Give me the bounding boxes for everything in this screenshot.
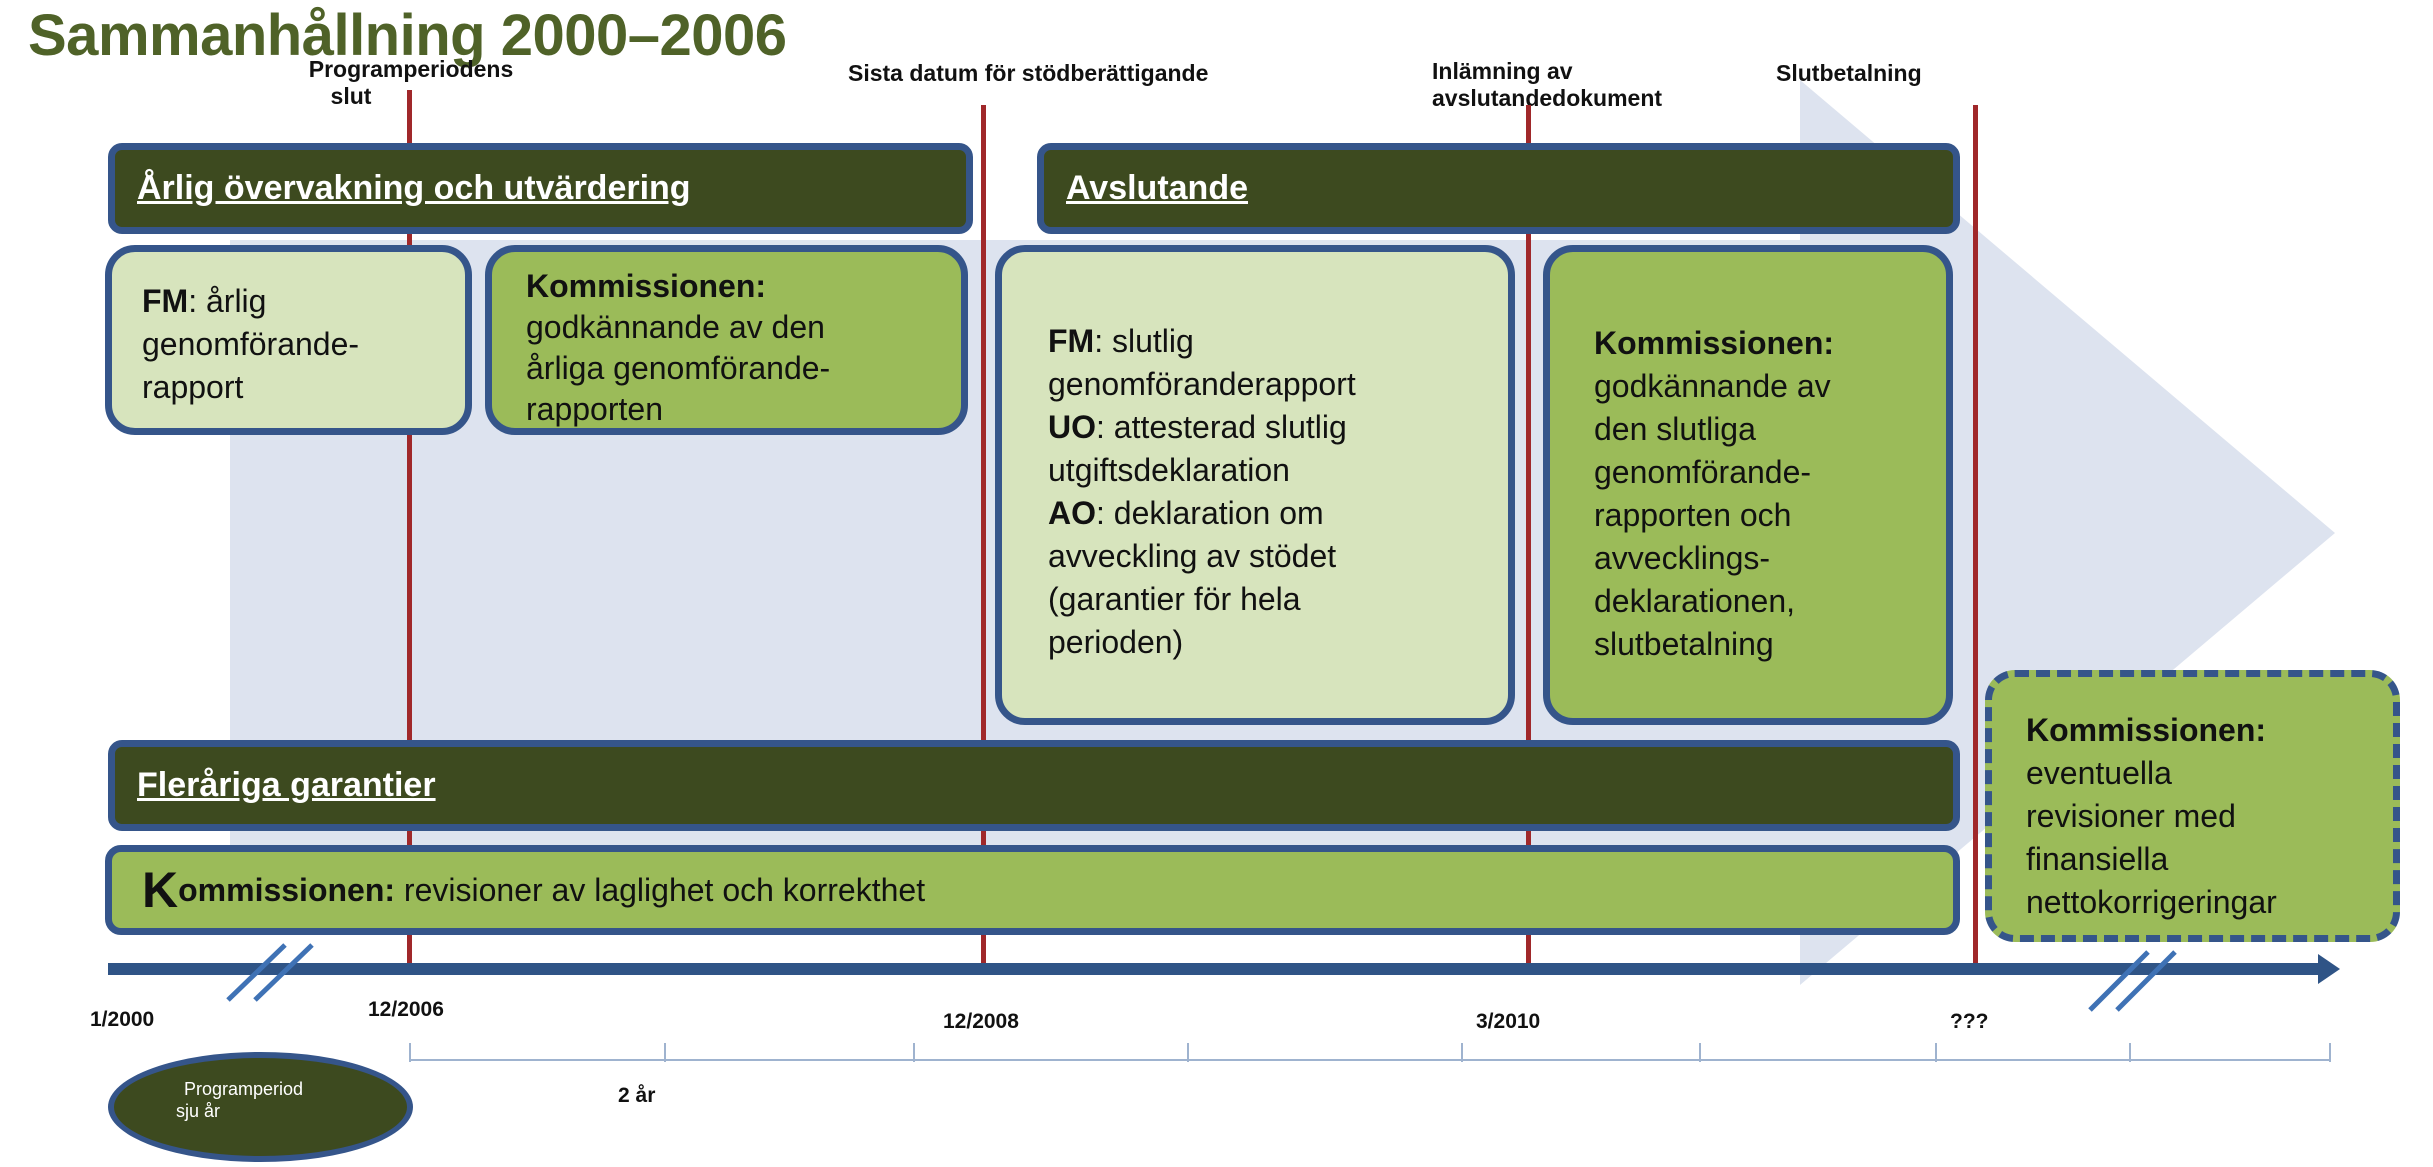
box-commission-possible-revisions: Kommissionen: eventuella revisioner med … [1985, 670, 2400, 942]
tick-label-unknown: ??? [1950, 1010, 1989, 1033]
milestone-line-final [1973, 105, 1978, 970]
box-commission-final-approval: Kommissionen: godkännande av den slutlig… [1543, 245, 1953, 725]
tick-label-2008: 12/2008 [943, 1010, 1019, 1033]
tick-label-2006: 12/2006 [368, 998, 444, 1021]
band-multiyear-guarantees: Fleråriga garantier [108, 740, 1960, 831]
box-fm-annual-report: FM: årlig genomförande- rapport [105, 245, 472, 435]
box-commission-annual-approval: Kommissionen: godkännande av den årliga … [485, 245, 968, 435]
milestone-program-end: Programperiodens slut [308, 56, 514, 109]
milestone-line-2008 [981, 105, 986, 970]
milestone-line-2006 [407, 90, 412, 970]
milestone-submission: Inlämning av avslutandedokument [1432, 58, 1663, 111]
page-title: Sammanhållning 2000–2006 [28, 3, 787, 68]
milestone-line-2010 [1526, 105, 1531, 970]
box-fm-final-report: FM: slutlig genomföranderapport UO: atte… [995, 245, 1515, 725]
milestone-final-payment: Slutbetalning [1776, 60, 1922, 86]
band-annual-monitoring: Årlig övervakning och utvärdering [108, 143, 973, 234]
band-closing: Avslutande [1037, 143, 1960, 234]
milestone-last-eligibility-date: Sista datum för stödberättigande [848, 60, 1209, 86]
tick-label-2010: 3/2010 [1476, 1010, 1541, 1033]
duration-label: 2 år [618, 1084, 656, 1107]
program-period-ellipse: Programperiod sju år [108, 1052, 413, 1162]
tick-label-2000: 1/2000 [90, 1008, 155, 1031]
